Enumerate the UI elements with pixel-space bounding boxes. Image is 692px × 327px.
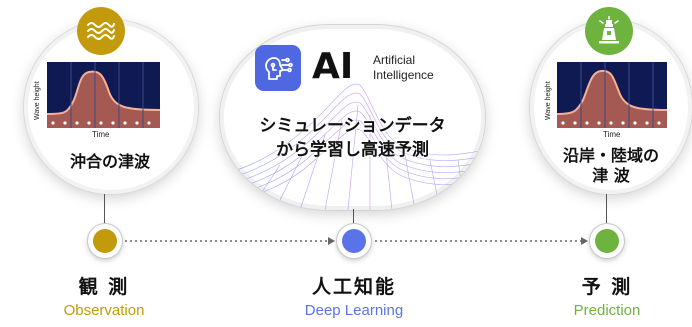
wave-area xyxy=(47,71,160,128)
prediction-subtitle: Prediction xyxy=(573,302,641,319)
arrow-head xyxy=(581,237,588,245)
simulation-mesh xyxy=(220,83,485,210)
offshore-wave-chart xyxy=(46,62,161,128)
ai-label: AI xyxy=(312,46,354,87)
ai-brain-icon xyxy=(265,57,293,80)
offshore-xlabel: Time xyxy=(92,130,110,139)
wave-line xyxy=(556,69,668,115)
arrow-head xyxy=(328,237,335,245)
connector-observation xyxy=(104,194,105,224)
ai-description-line2: から学習し高速予測 xyxy=(276,140,429,160)
deep-learning-dot xyxy=(337,224,371,258)
connector-deep-learning xyxy=(353,209,354,225)
artificial-label: Artificial xyxy=(373,53,416,67)
offshore-caption: 沖合の津波 xyxy=(69,152,150,171)
coastal-xlabel: Time xyxy=(603,130,621,139)
waves-badge xyxy=(77,7,125,55)
lighthouse-badge xyxy=(585,7,633,55)
observation-subtitle: Observation xyxy=(63,302,145,319)
prediction-dot xyxy=(590,224,624,258)
deep-learning-title: 人工知能 xyxy=(311,276,396,298)
prediction-title: 予 測 xyxy=(581,276,633,298)
coastal-wave-chart xyxy=(556,62,668,128)
observation-dot xyxy=(88,224,122,258)
deep-learning-subtitle: Deep Learning xyxy=(304,302,404,319)
wave-line xyxy=(46,70,161,115)
wave-area xyxy=(557,70,667,128)
coastal-caption-line1: 沿岸・陸域の xyxy=(562,146,659,165)
intelligence-label: Intelligence xyxy=(373,68,434,82)
coastal-caption-line2: 津 波 xyxy=(592,166,630,185)
ai-bubble: AI Artificial Intelligence シミュレーションデータ か… xyxy=(220,25,485,210)
ai-icon-tile xyxy=(255,45,301,91)
waves-icon xyxy=(87,22,115,40)
observation-title: 観 測 xyxy=(78,276,130,298)
lighthouse-icon xyxy=(599,16,619,44)
connector-prediction xyxy=(606,194,607,224)
ai-description-line1: シミュレーションデータ xyxy=(259,116,446,136)
